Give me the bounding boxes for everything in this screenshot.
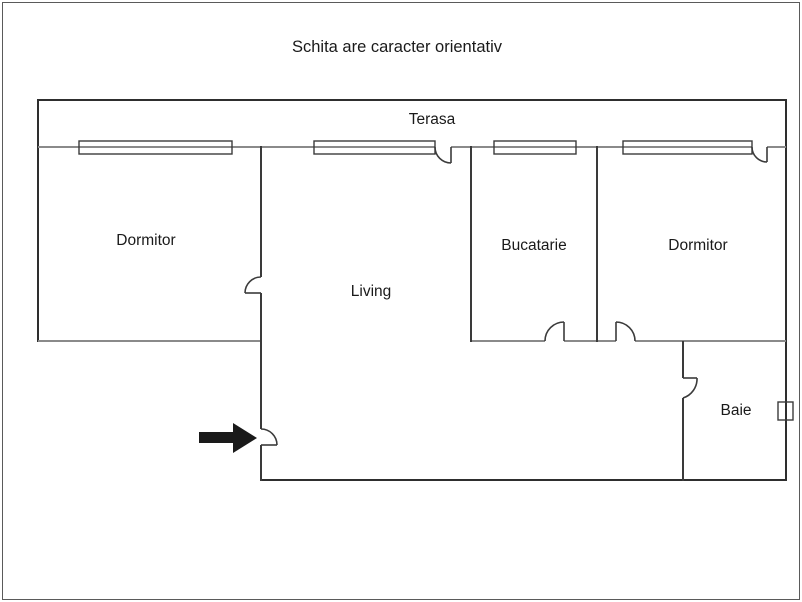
label-living: Living — [351, 283, 392, 300]
window-bucatarie — [493, 140, 577, 155]
window-baie — [777, 401, 794, 421]
door-arc-dormitor-right — [615, 321, 636, 342]
entrance-arrow-icon — [199, 423, 257, 453]
doors — [244, 146, 768, 446]
interior-walls-horizontal — [38, 146, 786, 342]
label-bucatarie: Bucatarie — [501, 237, 566, 254]
door-arc-terasa-living — [434, 146, 452, 164]
door-arc-entrance — [260, 428, 278, 446]
room-labels: Terasa Dormitor Living Bucatarie Dormito… — [116, 111, 751, 419]
label-terasa: Terasa — [409, 111, 456, 128]
outer-walls — [37, 99, 787, 481]
windows — [78, 140, 794, 421]
door-arc-terasa-dormitor — [751, 146, 768, 163]
plan-disclaimer-title: Schita are caracter orientativ — [292, 38, 503, 56]
door-arc-bucatarie — [544, 321, 565, 342]
label-baie: Baie — [720, 402, 751, 419]
label-dormitor-left: Dormitor — [116, 232, 175, 249]
door-arc-dormitor-left — [244, 276, 262, 294]
door-arc-baie — [682, 377, 698, 399]
label-dormitor-right: Dormitor — [668, 237, 727, 254]
interior-walls-vertical — [260, 146, 684, 481]
window-dormitor-left — [78, 140, 233, 155]
